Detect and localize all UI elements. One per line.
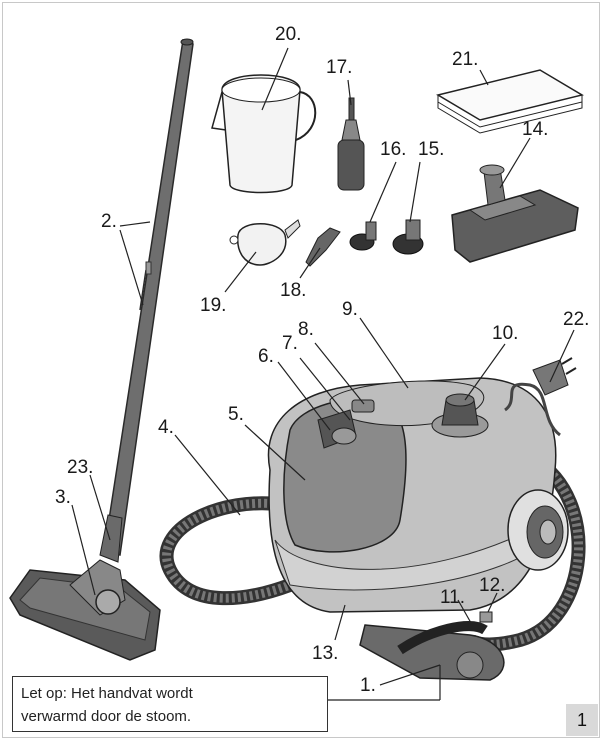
label-2: 2. [101,211,117,232]
label-18: 18. [280,280,307,301]
label-3: 3. [55,487,71,508]
label-23: 23. [67,457,94,478]
label-20: 20. [275,24,302,45]
label-11: 11. [440,587,466,608]
label-1: 1. [360,675,376,696]
window-nozzle [451,164,579,263]
label-22: 22. [563,309,590,330]
label-15: 15. [418,139,445,160]
label-16: 16. [380,139,407,160]
warning-box: Let op: Het handvat wordt verwarmd door … [12,676,328,732]
extension-tube [103,38,194,556]
warning-line-2: verwarmd door de stoom. [21,708,192,725]
label-5: 5. [228,404,244,425]
leader-lines [71,47,575,701]
measuring-cup [211,74,317,194]
cleaning-cloths [436,69,584,134]
label-14: 14. [522,119,549,140]
label-4: 4. [158,417,174,438]
funnel [229,219,301,266]
label-7: 7. [282,333,298,354]
figure-number-badge: 1 [566,704,598,736]
label-17: 17. [326,57,353,78]
label-8: 8. [298,319,314,340]
steam-cleaner-body [267,377,569,613]
label-12: 12. [479,575,506,596]
steam-handle [359,611,505,681]
label-9: 9. [342,299,358,320]
power-cord [504,357,577,437]
label-19: 19. [200,295,227,316]
label-13: 13. [312,643,339,664]
floor-nozzle [9,514,161,661]
label-6: 6. [258,346,274,367]
cleaning-bottle [337,97,365,191]
label-21: 21. [452,49,479,70]
label-10: 10. [492,323,519,344]
round-brushes [349,219,424,255]
warning-line-1: Let op: Het handvat wordt [21,685,193,702]
